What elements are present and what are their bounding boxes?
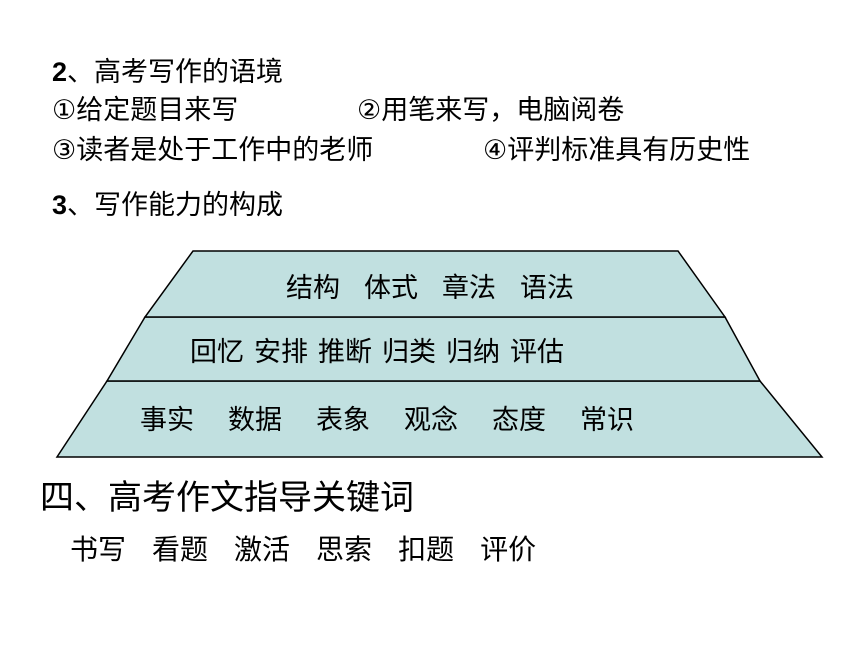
bottom-label: 事实 — [140, 405, 194, 436]
pyramid-bottom-labels: 事实 数据 表象 观念 态度 常识 — [140, 398, 634, 437]
keyword: 看题 — [152, 533, 209, 566]
context-item-3: ③读者是处于工作中的老师 — [52, 135, 374, 166]
keyword: 书写 — [70, 533, 127, 566]
section-4-heading: 四、高考作文指导关键词 — [40, 478, 414, 518]
keyword: 激活 — [234, 533, 291, 566]
context-item-1: ①给定题目来写 — [52, 95, 239, 126]
bottom-label: 数据 — [228, 405, 282, 436]
section-3-number: 3 — [52, 190, 68, 220]
bottom-label: 观念 — [404, 405, 458, 436]
section-3-heading: 3、写作能力的构成 — [52, 183, 283, 222]
top-label: 体式 — [364, 273, 418, 304]
section-2-heading: 2、高考写作的语境 — [52, 50, 283, 89]
middle-label: 归类 — [382, 337, 436, 368]
keyword: 思索 — [316, 533, 373, 566]
bottom-label: 常识 — [580, 405, 634, 436]
pyramid-top-labels: 结构体式章法语法 — [0, 266, 860, 305]
middle-label: 推断 — [318, 337, 372, 368]
top-label: 语法 — [520, 273, 574, 304]
section-2-number: 2 — [52, 57, 68, 87]
pyramid-middle-labels: 回忆安排推断归类归纳评估 — [190, 330, 574, 369]
context-item-2: ②用笔来写，电脑阅卷 — [357, 95, 625, 126]
keyword: 扣题 — [398, 533, 455, 566]
keyword: 评价 — [480, 533, 537, 566]
section-2-title: 、高考写作的语境 — [67, 57, 284, 88]
top-label: 章法 — [442, 273, 496, 304]
top-label: 结构 — [286, 273, 340, 304]
keywords-row: 书写看题激活思索扣题评价 — [70, 528, 536, 568]
middle-label: 安排 — [254, 337, 308, 368]
section-3-title: 、写作能力的构成 — [67, 190, 284, 221]
middle-label: 评估 — [510, 337, 564, 368]
middle-label: 回忆 — [190, 337, 244, 368]
context-item-4: ④评判标准具有历史性 — [483, 135, 751, 166]
pyramid-top-layer — [143, 250, 727, 318]
bottom-label: 态度 — [492, 405, 546, 436]
bottom-label: 表象 — [316, 405, 370, 436]
middle-label: 归纳 — [446, 337, 500, 368]
